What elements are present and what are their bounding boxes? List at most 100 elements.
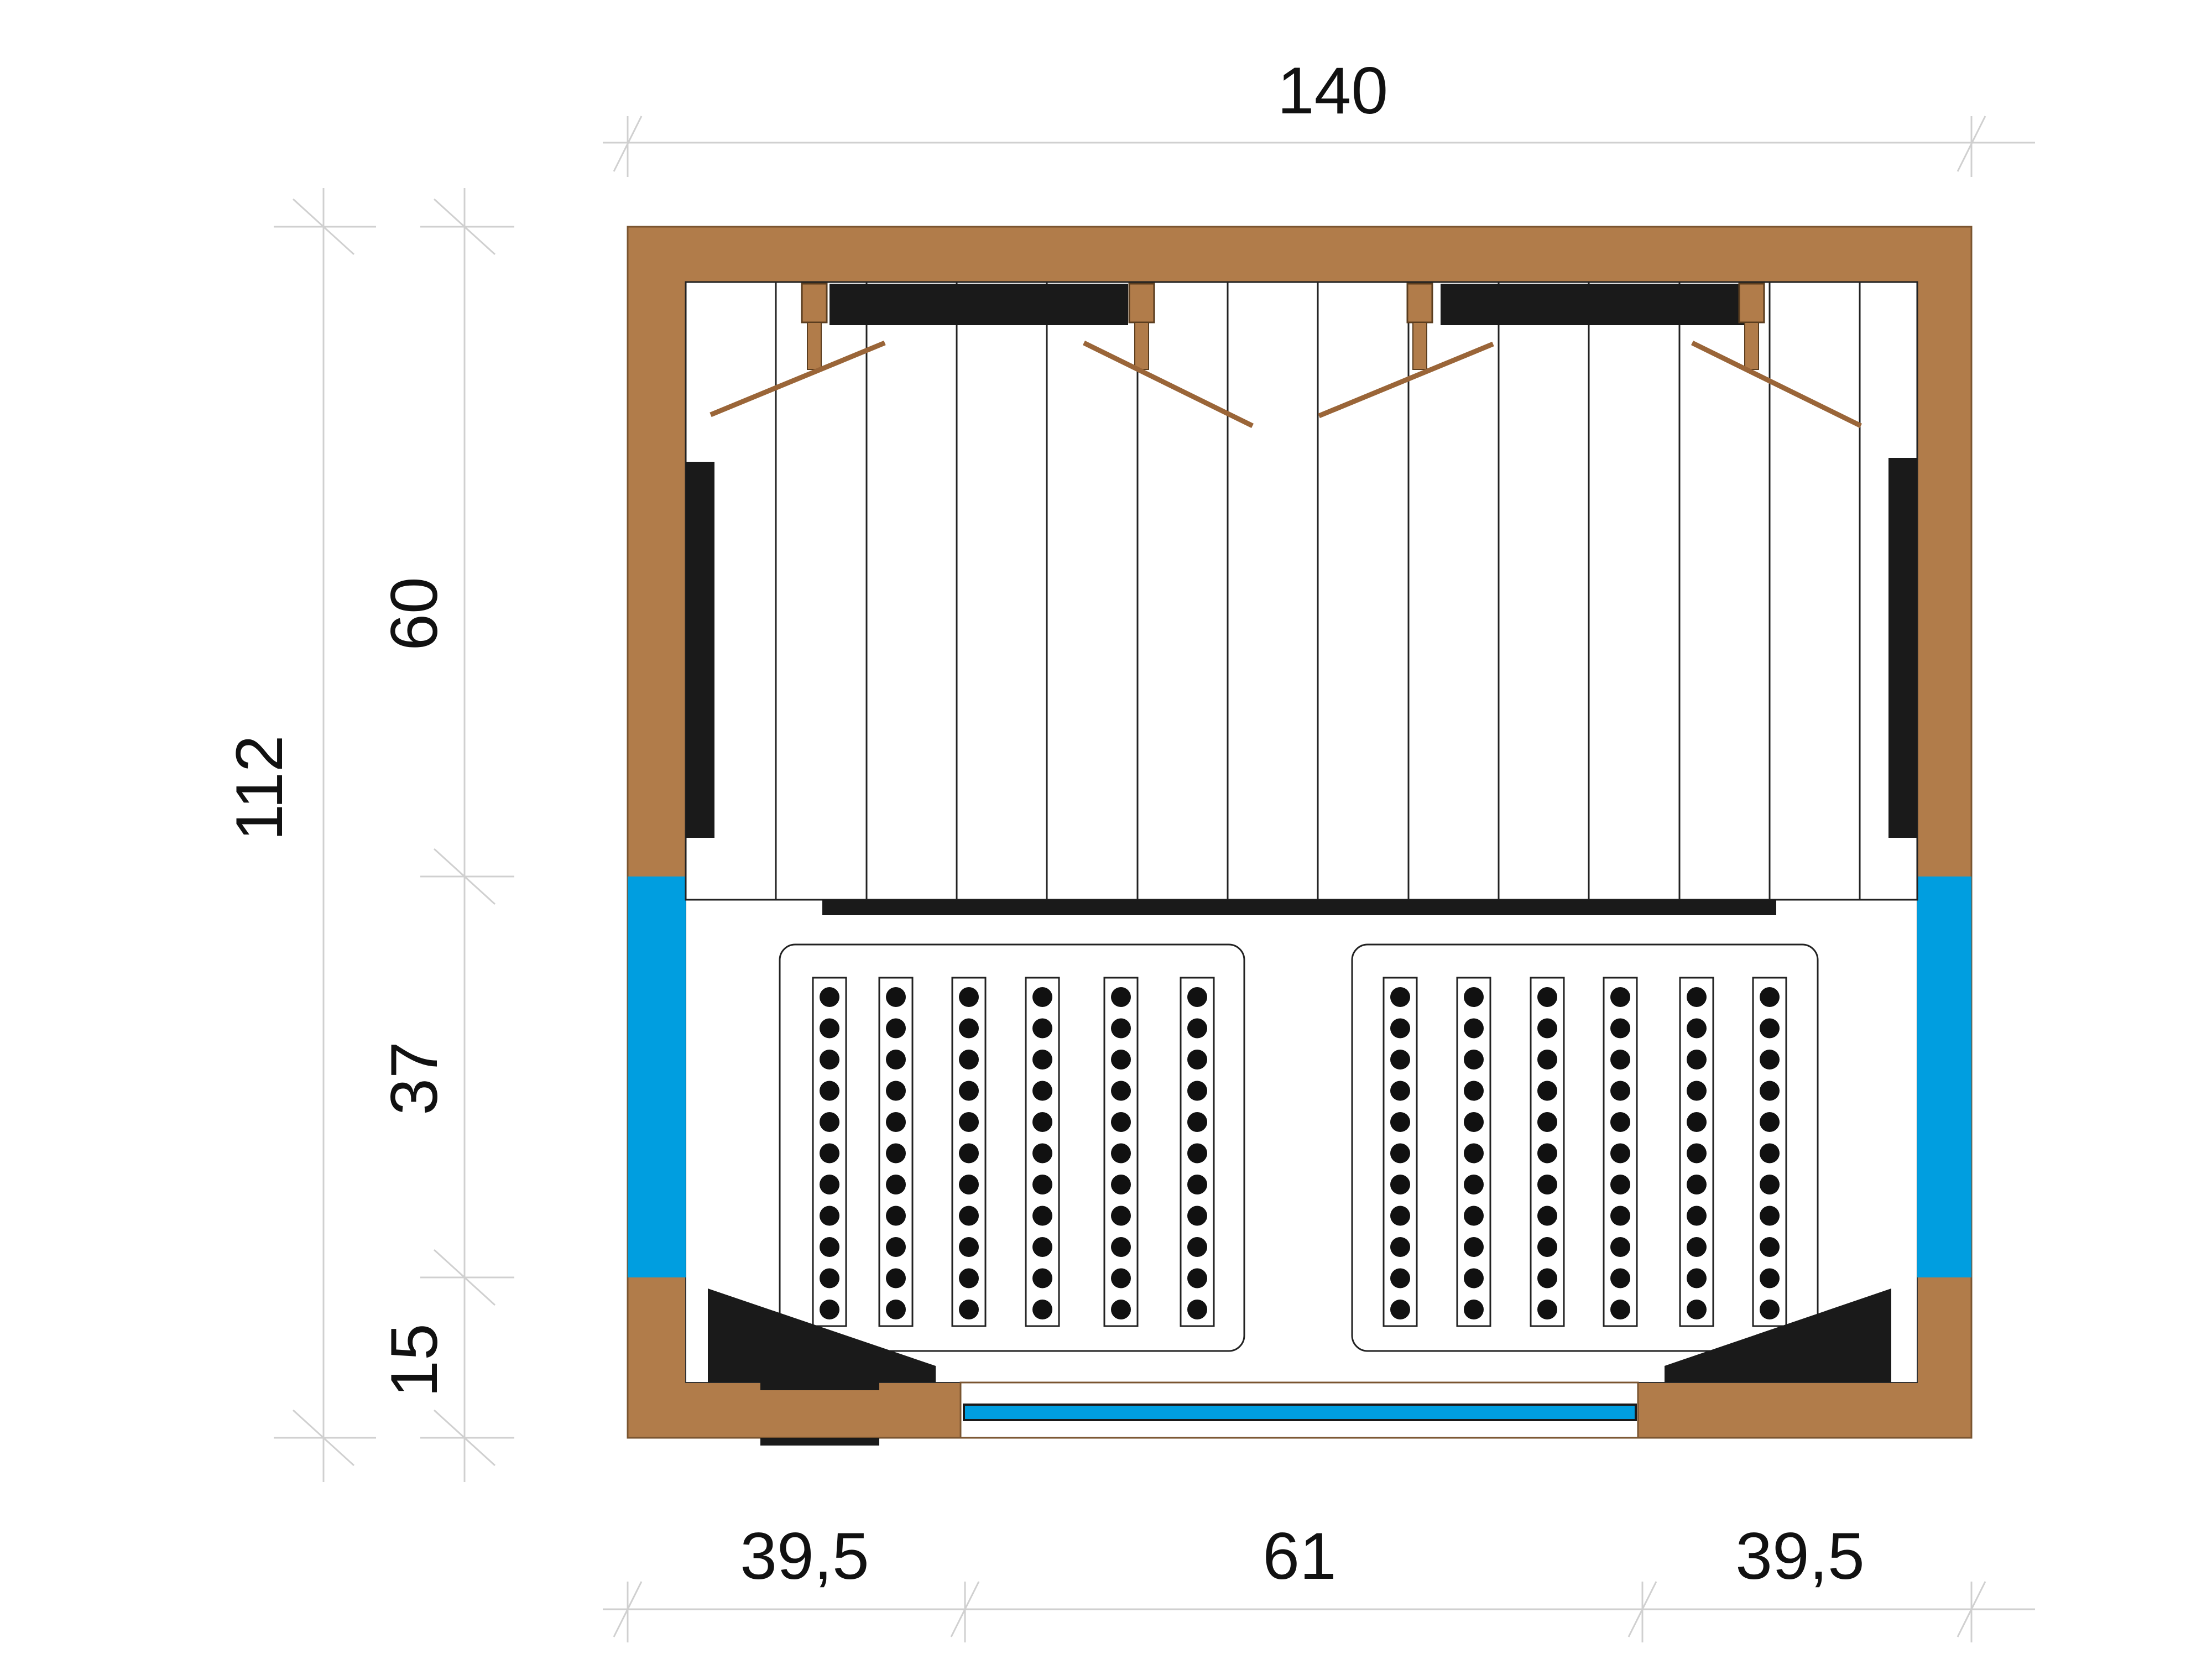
left-floor-strip-outer [760, 1438, 879, 1446]
heater-dot [1464, 1175, 1484, 1194]
heater-dot [1111, 1143, 1131, 1164]
heater-dot [886, 1112, 906, 1132]
heater-dot [1760, 1237, 1780, 1257]
heater-dot [959, 1300, 979, 1319]
dot-column-left-1 [812, 977, 847, 1327]
heater-dot [1464, 1143, 1484, 1164]
heater-dot [1390, 1268, 1410, 1288]
heater-dot [886, 1237, 906, 1257]
dimension-label-total-width: 140 [1277, 54, 1388, 128]
heater-dot [1537, 1206, 1557, 1226]
heater-dot [1464, 1050, 1484, 1070]
heater-dot [959, 1081, 979, 1101]
heater-dot [1032, 1300, 1052, 1319]
heater-dot [1687, 1300, 1707, 1319]
heater-dot [1687, 1268, 1707, 1288]
heater-dot [1687, 1112, 1707, 1132]
back-heater-right [1441, 284, 1745, 325]
heater-dot [886, 1268, 906, 1288]
heater-dot [1111, 1018, 1131, 1039]
heater-dot [1187, 1143, 1207, 1164]
dimension-lines [274, 116, 2035, 1642]
heater-dot [1464, 1300, 1484, 1319]
side-heater-right [1888, 458, 1917, 838]
heater-dot [1760, 987, 1780, 1007]
heater-dot [1610, 1237, 1630, 1257]
heater-dot [1187, 1081, 1207, 1101]
heater-dot [1760, 1143, 1780, 1164]
heater-dot [1390, 987, 1410, 1007]
floor-heater-left [779, 943, 1245, 1352]
heater-dot [886, 1050, 906, 1070]
heater-dot [1464, 987, 1484, 1007]
heater-dot [1187, 1175, 1207, 1194]
dot-columns-right [1383, 977, 1787, 1327]
heater-dot [1537, 1143, 1557, 1164]
heater-dot [1687, 1018, 1707, 1039]
bench-surface [685, 281, 1918, 901]
heater-dot [959, 1018, 979, 1039]
heater-dot [1760, 1018, 1780, 1039]
heater-dot [1610, 1206, 1630, 1226]
heater-dot [1537, 1237, 1557, 1257]
heater-dot [1111, 1268, 1131, 1288]
heater-dot [820, 1081, 839, 1101]
heater-dot [1032, 1237, 1052, 1257]
heater-dot [1390, 1050, 1410, 1070]
heater-dot [1187, 1050, 1207, 1070]
heater-dot [1687, 1081, 1707, 1101]
heater-dot [1760, 1268, 1780, 1288]
dot-columns-left [812, 977, 1215, 1327]
side-heater-left [686, 462, 714, 838]
heater-dot [1760, 1175, 1780, 1194]
bracket-2 [1083, 283, 1254, 429]
heater-dot [1687, 1175, 1707, 1194]
heater-dot [1187, 1268, 1207, 1288]
back-heater-left [830, 284, 1128, 325]
heater-dot [1111, 1175, 1131, 1194]
heater-dot [1687, 1050, 1707, 1070]
heater-dot [1032, 1175, 1052, 1194]
heater-dot [1610, 1300, 1630, 1319]
heater-dot [1687, 987, 1707, 1007]
heater-dot [886, 987, 906, 1007]
heater-dot [1610, 1175, 1630, 1194]
heater-dot [1610, 987, 1630, 1007]
heater-dot [1187, 1237, 1207, 1257]
heater-dot [1032, 1206, 1052, 1226]
heater-dot [820, 1018, 839, 1039]
heater-dot [959, 1237, 979, 1257]
backrest-brackets [709, 283, 1862, 429]
heater-dot [1464, 1237, 1484, 1257]
heater-dot [1390, 1237, 1410, 1257]
floor-panel-left [779, 943, 1245, 1352]
heater-dot [959, 1268, 979, 1288]
heater-dot [820, 1112, 839, 1132]
heater-dot [820, 1268, 839, 1288]
heater-dot [1760, 1081, 1780, 1101]
heater-dot [1610, 1112, 1630, 1132]
heater-dot [820, 1237, 839, 1257]
heater-dot [1032, 1112, 1052, 1132]
heater-dot [1390, 1206, 1410, 1226]
dimension-label-door-width: 61 [1262, 1519, 1336, 1593]
heater-dot [1537, 987, 1557, 1007]
heater-dot [820, 1050, 839, 1070]
heater-dot [1760, 1050, 1780, 1070]
heater-dot [1187, 1300, 1207, 1319]
heater-dot [959, 1112, 979, 1132]
heater-dot [1464, 1081, 1484, 1101]
heater-dot [1390, 1300, 1410, 1319]
heater-dot [1610, 1143, 1630, 1164]
heater-dot [1464, 1206, 1484, 1226]
heater-dot [1032, 987, 1052, 1007]
heater-dot [1390, 1112, 1410, 1132]
glass-door [963, 1404, 1637, 1421]
dimension-label-upper-depth: 60 [377, 577, 451, 650]
heater-dot [820, 1206, 839, 1226]
bracket-3 [1318, 283, 1494, 419]
left-glass-panel [628, 877, 686, 1277]
heater-dot [1111, 1081, 1131, 1101]
heater-dot [1187, 987, 1207, 1007]
dot-column-left-6 [1180, 977, 1215, 1327]
